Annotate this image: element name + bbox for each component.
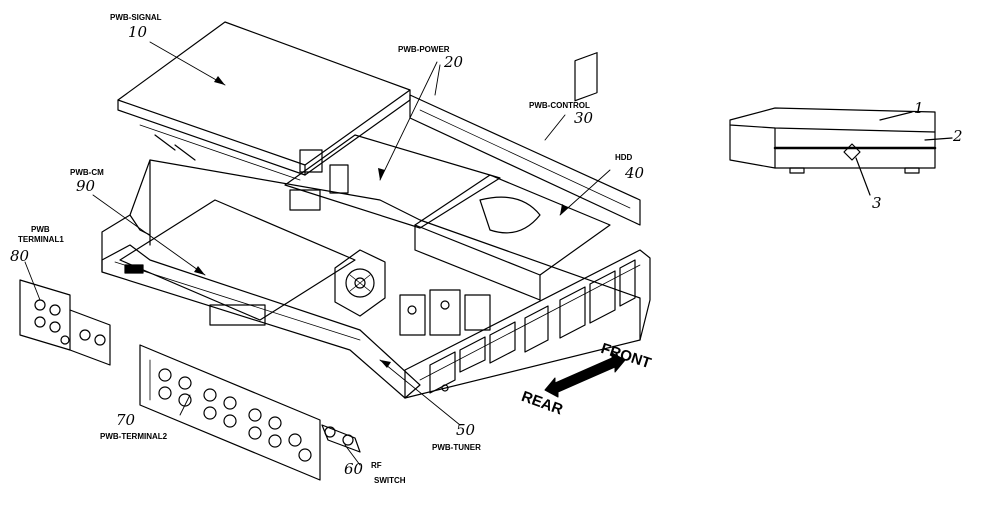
number-terminal1: 80 (10, 247, 30, 265)
power-board (284, 134, 501, 229)
callout-3: 3 (872, 194, 882, 212)
leader-lines (24, 41, 611, 466)
tuner-components (399, 289, 491, 336)
label-pwb-cm: PWB-CM (70, 168, 104, 177)
control-board (409, 94, 641, 226)
external-unit-view (729, 107, 953, 196)
signal-board (117, 21, 411, 181)
number-signal: 10 (128, 23, 148, 41)
fan (334, 249, 386, 317)
label-rf-switch-line2: SWITCH (374, 476, 406, 485)
terminal1-board (19, 279, 111, 366)
number-tuner: 50 (456, 421, 476, 439)
direction-arrow (544, 352, 626, 398)
label-pwb-terminal1-line2: TERMINAL1 (18, 235, 64, 244)
terminal2-board (139, 344, 321, 481)
label-rf-switch-line1: RF (371, 461, 382, 470)
number-power: 20 (444, 53, 464, 71)
cm-board (119, 199, 356, 326)
callout-2: 2 (953, 127, 963, 145)
label-pwb-control: PWB-CONTROL (529, 101, 590, 110)
rear-panel (404, 52, 651, 399)
number-control: 30 (574, 109, 594, 127)
rf-switch (321, 424, 361, 453)
label-pwb-tuner: PWB-TUNER (432, 443, 481, 452)
number-hdd: 40 (625, 164, 645, 182)
label-pwb-terminal2: PWB-TERMINAL2 (100, 432, 168, 441)
callout-1: 1 (914, 99, 924, 117)
leader-arrowheads (194, 76, 568, 368)
label-hdd: HDD (615, 153, 633, 162)
label-pwb-signal: PWB-SIGNAL (110, 13, 162, 22)
number-terminal2: 70 (116, 411, 136, 429)
number-cm: 90 (76, 177, 96, 195)
hdd-unit (414, 174, 611, 301)
number-rf-switch: 60 (344, 460, 364, 478)
label-pwb-power: PWB-POWER (398, 45, 450, 54)
label-pwb-terminal1-line1: PWB (31, 225, 50, 234)
